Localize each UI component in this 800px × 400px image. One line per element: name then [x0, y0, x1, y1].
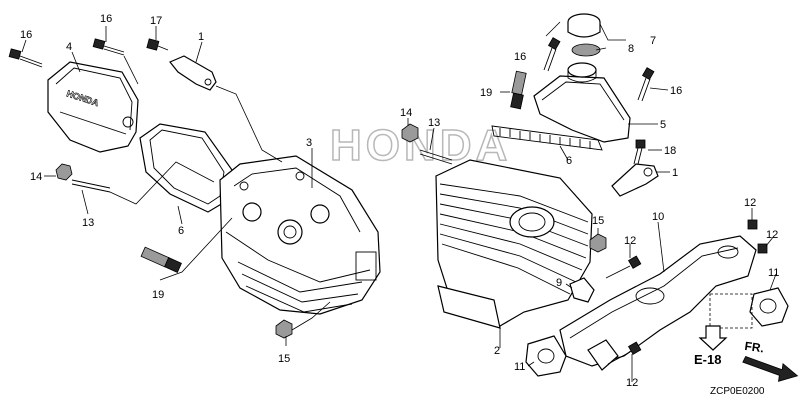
- callout-7: 7: [650, 35, 656, 47]
- callout-16-left-b: 16: [100, 13, 112, 25]
- callout-11-left: 11: [514, 361, 525, 373]
- stud-13-center: [419, 149, 453, 165]
- nut-14-left: [55, 163, 73, 181]
- callout-11-right: 11: [768, 267, 779, 279]
- front-direction-arrow: [742, 355, 799, 382]
- callout-18: 18: [664, 145, 676, 157]
- leader-lines-right: [407, 21, 777, 382]
- bolt-17: [146, 38, 169, 51]
- callout-5: 5: [660, 119, 666, 131]
- bolt-16-left-a: [8, 48, 43, 68]
- callout-10: 10: [652, 211, 664, 223]
- reference-label: E-18: [694, 352, 721, 367]
- callout-17: 17: [150, 15, 162, 27]
- callout-19-left: 19: [152, 289, 164, 301]
- bolt-16-left-b: [92, 38, 125, 56]
- callout-13-center: 13: [428, 117, 440, 129]
- spark-plug-right: [510, 70, 527, 110]
- detail-box: [709, 293, 753, 329]
- nut-15-center: [589, 233, 607, 253]
- callout-14-left: 14: [30, 171, 42, 183]
- callout-8: 8: [628, 43, 634, 55]
- cylinder-head-left: [219, 155, 381, 315]
- callout-4: 4: [66, 41, 72, 53]
- callout-9: 9: [556, 277, 562, 289]
- bolt-18: [633, 139, 646, 165]
- bolt-12-c: [757, 243, 768, 254]
- hanger-right: [611, 163, 659, 197]
- bolt-12-d: [607, 341, 642, 365]
- spark-plug-left: [140, 246, 182, 273]
- oil-cap: [567, 13, 601, 38]
- direction-label: FR.: [744, 339, 765, 356]
- callout-13-left: 13: [82, 217, 94, 229]
- callout-12-c: 12: [766, 229, 778, 241]
- callout-labels: 16 4 16 17 1 14 13 6 3 19 15 16 19 13 14…: [20, 13, 779, 389]
- bolt-12-b: [747, 219, 758, 230]
- callout-3: 3: [306, 137, 312, 149]
- callout-12-b: 12: [744, 197, 756, 209]
- gasket-left: [139, 123, 233, 213]
- bolt-16-right-b: [637, 67, 655, 102]
- nut-14-center: [401, 123, 419, 143]
- head-cover-right: [533, 75, 631, 143]
- callout-19-right: 19: [480, 87, 492, 99]
- gasket-right: [491, 125, 603, 151]
- callout-6-right: 6: [566, 155, 572, 167]
- reference-arrow: [698, 325, 728, 351]
- callout-12-a: 12: [624, 235, 636, 247]
- bolt-12-a: [605, 255, 642, 279]
- callout-15-left: 15: [278, 353, 290, 365]
- stud-13-left: [71, 179, 111, 193]
- cylinder-block: [435, 159, 593, 329]
- gasket-11-a: [525, 335, 567, 377]
- callout-14-center: 14: [400, 107, 412, 119]
- bolt-16-right-a: [543, 37, 561, 72]
- callout-16-right-b: 16: [670, 85, 682, 97]
- callout-15-center: 15: [592, 215, 604, 227]
- callout-1-right: 1: [672, 167, 678, 179]
- hanger-left: [169, 55, 217, 91]
- callout-12-d: 12: [626, 377, 638, 389]
- diagram-code: ZCP0E0200: [710, 386, 765, 397]
- filter-8: [571, 43, 601, 57]
- gasket-11-b: [749, 287, 789, 327]
- clip-9: [569, 277, 595, 303]
- callout-2: 2: [494, 345, 500, 357]
- callout-1-left: 1: [198, 31, 204, 43]
- breather-top: [567, 62, 597, 83]
- leader-lines-left: [21, 26, 331, 346]
- nut-15-bottom-left: [275, 319, 293, 339]
- callout-16-right-a: 16: [514, 51, 526, 63]
- callout-6-left: 6: [178, 225, 184, 237]
- callout-16-left-a: 16: [20, 29, 32, 41]
- head-cover-left: HONDA: [47, 61, 139, 153]
